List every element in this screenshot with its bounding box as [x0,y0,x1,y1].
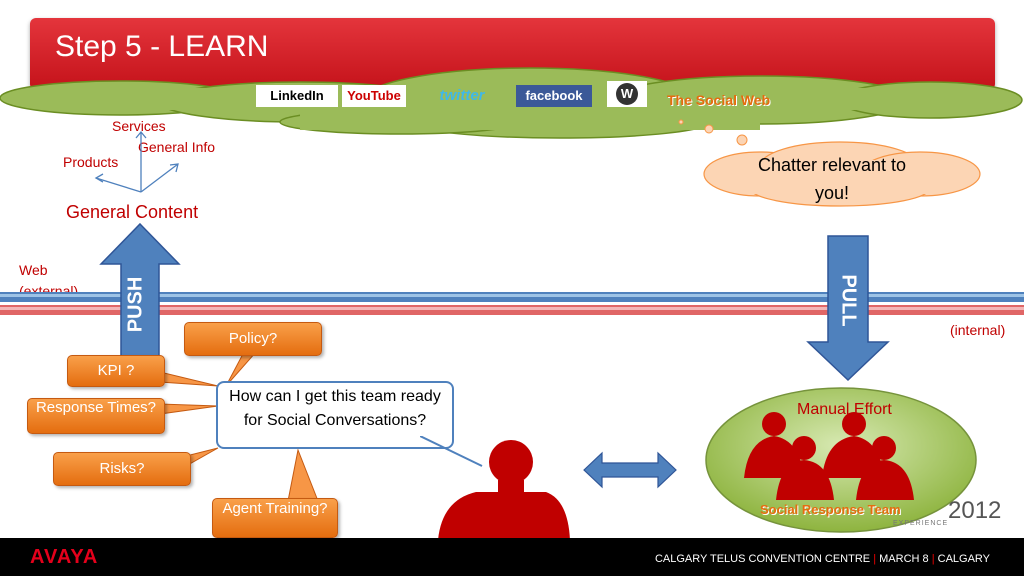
pull-arrow [806,235,890,382]
central-question-box: How can I get this team ready for Social… [216,381,454,449]
general-info-label: General Info [138,139,216,155]
avaya-logo: AVAYA [30,546,99,568]
wordpress-logo: W [607,81,647,107]
internal-label: (internal) [950,322,1006,338]
pull-arrow-label-wrap: PULL [826,270,870,330]
chatter-text: Chatter relevant to you! [757,155,907,203]
social-response-team-ellipse [705,387,977,533]
web-label: Web [19,262,48,278]
footer-separator: | [931,553,935,565]
callout-pointers [159,351,319,502]
twitter-logo: twitter [413,85,511,107]
linkedin-text: LinkedIn [270,88,324,103]
risks-box: Risks? [53,452,191,486]
agent-training-box: Agent Training? [212,498,338,538]
footer-bar [0,538,1024,576]
slide-title: Step 5 - LEARN [55,30,269,63]
policy-box: Policy? [184,322,322,356]
youtube-logo: YouTube [342,85,406,107]
person-silhouette [420,436,570,540]
year-sub-label: EXPERIENCE [893,520,949,527]
facebook-text: facebook [525,88,583,103]
youtube-text: YouTube [347,88,401,103]
agent-training-text: Agent Training? [222,500,328,517]
manual-effort-label: Manual Effort [797,401,892,418]
central-question-text: How can I get this team ready for Social… [229,388,441,429]
linkedin-logo: LinkedIn [256,85,338,107]
response-times-text: Response Times? [35,399,157,416]
double-arrow [583,451,677,489]
services-label: Services [112,118,166,134]
response-times-box: Response Times? [27,398,165,434]
twitter-text: twitter [439,87,485,104]
social-response-team-label: Social Response Team [760,502,901,517]
city-text: CALGARY [937,553,990,565]
chatter-cloud [703,141,981,207]
kpi-box: KPI ? [67,355,165,387]
products-label: Products [63,154,119,170]
facebook-logo: facebook [516,85,592,107]
general-content-label: General Content [66,202,199,222]
venue-text: CALGARY TELUS CONVENTION CENTRE [654,553,871,565]
policy-text: Policy? [228,330,278,347]
risks-text: Risks? [99,460,145,477]
date-text: MARCH 8 [879,553,929,565]
web-boundary-bands [0,292,1024,315]
footer-event-info: CALGARY TELUS CONVENTION CENTRE | MARCH … [655,553,990,565]
social-web-label: The Social Web [667,92,771,108]
pull-arrow-label: PULL [837,273,860,327]
content-branch-arrows [94,130,179,193]
footer-separator: | [873,553,877,565]
kpi-text: KPI ? [97,362,135,379]
year-label: 2012 [948,497,1002,524]
wordpress-text: W [616,83,638,105]
thought-dots [678,119,748,146]
